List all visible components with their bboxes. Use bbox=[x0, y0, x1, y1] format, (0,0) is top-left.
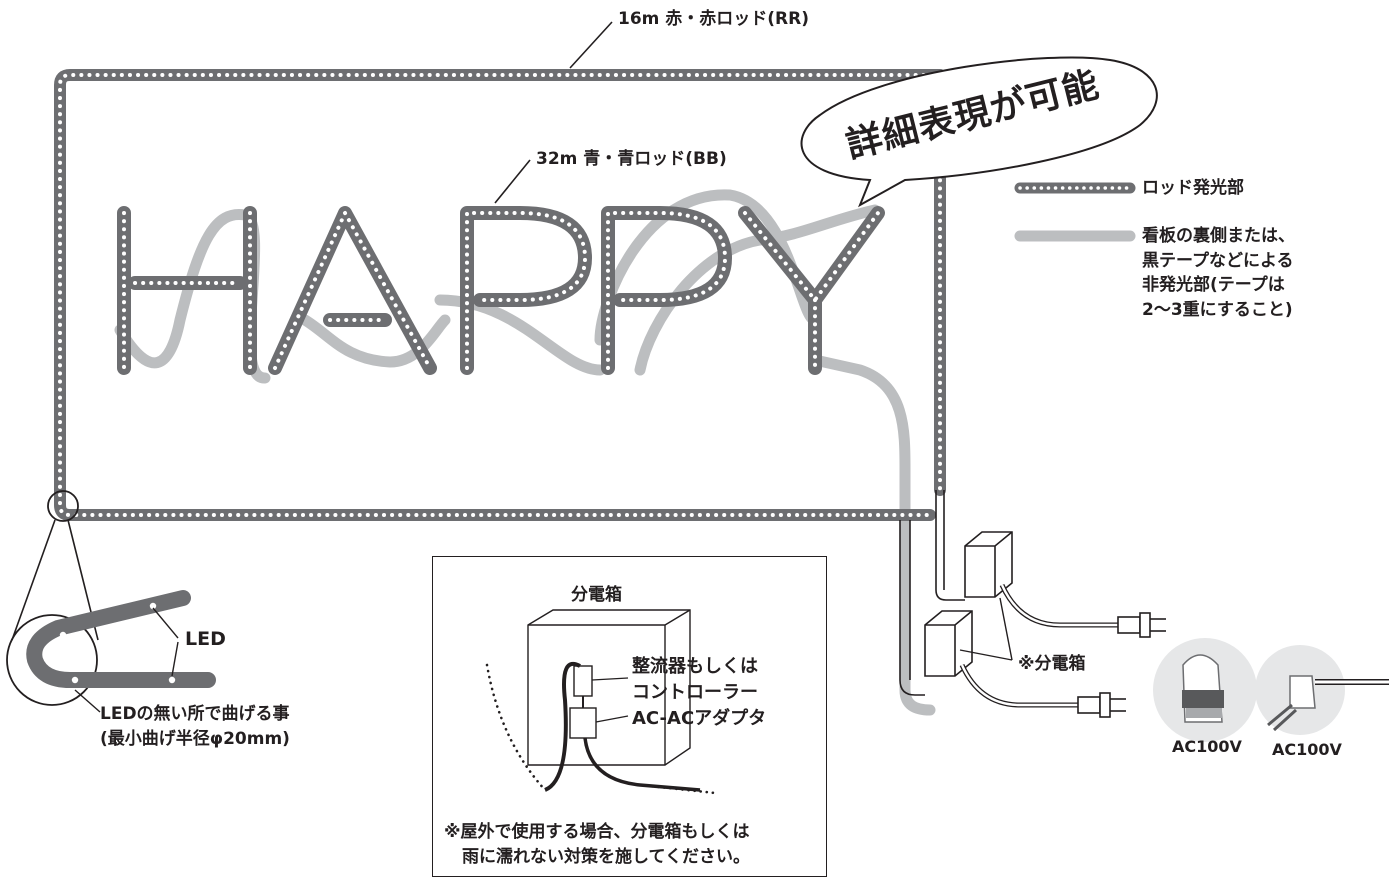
inset-note-line: ※屋外で使用する場合、分電箱もしくは bbox=[444, 822, 750, 842]
bend-detail bbox=[6, 490, 216, 713]
red-rod-label: 16m 赤・赤ロッド(RR) bbox=[618, 9, 810, 29]
distribution-box-inset bbox=[432, 556, 827, 877]
led-label: LED bbox=[185, 628, 226, 650]
inset-rectifier-line: コントローラー bbox=[632, 682, 758, 704]
inset-note-line: 雨に濡れない対策を施してください。 bbox=[462, 846, 750, 867]
inset-illustration bbox=[485, 609, 717, 795]
bend-note-line: LEDの無い所で曲げる事 bbox=[100, 704, 290, 724]
inset-adapter-label: AC-ACアダプタ bbox=[632, 708, 767, 729]
bend-note: LEDの無い所で曲げる事 (最小曲げ半径φ20mm) bbox=[100, 702, 290, 751]
legend bbox=[1014, 182, 1136, 242]
wall-outlet-image bbox=[1153, 638, 1257, 742]
plug-image bbox=[1255, 645, 1389, 735]
legend-lit-label: ロッド発光部 bbox=[1142, 178, 1244, 198]
happy-letters bbox=[117, 206, 885, 375]
distribution-box-label: ※分電箱 bbox=[1018, 654, 1086, 674]
legend-unlit-line: 看板の裏側または、 bbox=[1142, 226, 1295, 246]
inset-rectifier-label: 整流器もしくは コントローラー bbox=[632, 654, 758, 706]
callout-bubble bbox=[800, 56, 1158, 208]
plug-label: AC100V bbox=[1272, 740, 1342, 759]
inset-title: 分電箱 bbox=[571, 585, 622, 605]
blue-rod-label: 32m 青・青ロッド(BB) bbox=[536, 149, 727, 169]
distribution-boxes bbox=[899, 490, 1166, 718]
legend-unlit-line: 黒テープなどによる bbox=[1142, 250, 1294, 271]
legend-unlit-label: 看板の裏側または、 黒テープなどによる 非発光部(テープは 2〜3重にすること) bbox=[1142, 224, 1295, 323]
bend-note-line: (最小曲げ半径φ20mm) bbox=[100, 728, 290, 749]
leader-lines bbox=[494, 21, 613, 204]
inset-rectifier-line: 整流器もしくは bbox=[632, 656, 758, 677]
legend-unlit-line: 2〜3重にすること) bbox=[1142, 299, 1293, 320]
outlet-label: AC100V bbox=[1172, 737, 1242, 756]
legend-unlit-line: 非発光部(テープは bbox=[1142, 275, 1285, 296]
inset-note: ※屋外で使用する場合、分電箱もしくは 雨に濡れない対策を施してください。 bbox=[444, 820, 750, 869]
